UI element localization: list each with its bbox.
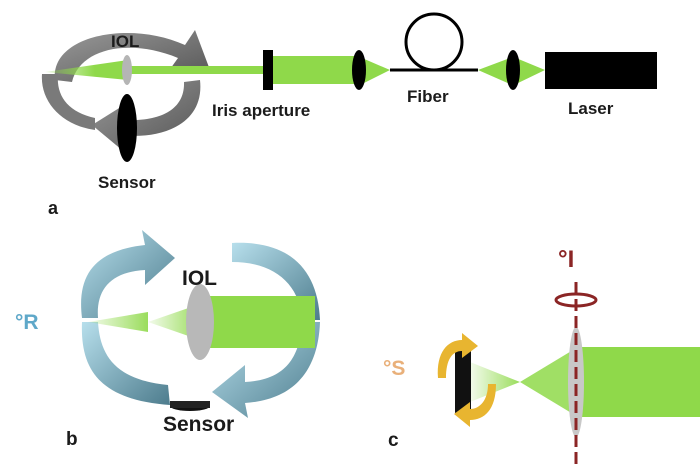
sensor-rotation-label-s: °S	[383, 357, 406, 380]
focused-beam-cone-b	[88, 312, 148, 332]
fiber-loop-icon	[404, 12, 464, 72]
sensor-label-a: Sensor	[98, 173, 156, 192]
iol-label-b: IOL	[182, 267, 217, 290]
panel-letter-b: b	[66, 429, 78, 450]
beam-lens-to-laser	[516, 58, 545, 84]
collimated-beam-b	[200, 296, 315, 348]
panel-a	[41, 12, 657, 162]
laser-label: Laser	[568, 99, 614, 118]
panel-b	[81, 230, 320, 418]
diverging-beam-c	[470, 362, 520, 402]
sensor-b-body	[170, 401, 210, 408]
lens-1	[352, 50, 366, 90]
beam-lens-to-fiber	[362, 58, 390, 84]
sensor-a	[117, 94, 137, 162]
collimated-beam-c	[578, 347, 700, 417]
panel-c	[437, 282, 700, 465]
iol-label-a: IOL	[111, 32, 140, 51]
sensor-rotation-arrow-top-icon	[437, 333, 478, 378]
lens-2	[506, 50, 520, 90]
iol-rotation-ring-icon	[554, 292, 598, 308]
sensor-rotation-arrow-bottom-icon	[454, 384, 496, 427]
rotation-arrow-b-bottom-right-icon	[212, 322, 320, 418]
fiber-label: Fiber	[407, 87, 449, 106]
rotation-arrow-b-top-left-icon	[81, 230, 175, 318]
rotation-label-r: °R	[15, 311, 39, 334]
iol-lens-a	[122, 55, 132, 85]
rotation-arrow-bottom-icon	[92, 80, 201, 150]
laser-source	[545, 52, 657, 89]
rotation-arrow-b-bottom-left-icon	[81, 322, 170, 405]
sensor-c	[455, 343, 471, 415]
beam-fiber-to-lens	[478, 58, 510, 84]
converging-beam-c	[520, 347, 578, 417]
iol-lens-c	[568, 327, 584, 437]
rotation-arrow-b-top-right-icon	[232, 242, 320, 320]
beam-iol-to-iris	[128, 66, 268, 74]
panel-letter-a: a	[48, 198, 59, 218]
iol-rotation-label-i: °I	[558, 246, 575, 273]
iris-aperture-label: Iris aperture	[212, 101, 311, 120]
panel-letter-c: c	[388, 430, 399, 451]
iris-aperture	[263, 50, 273, 90]
rotation-arrow-left-icon	[41, 74, 95, 130]
sensor-label-b: Sensor	[163, 413, 235, 436]
focused-beam-cone-a	[45, 60, 128, 80]
beam-iris-to-lens	[268, 56, 356, 84]
iol-lens-b	[186, 284, 214, 360]
